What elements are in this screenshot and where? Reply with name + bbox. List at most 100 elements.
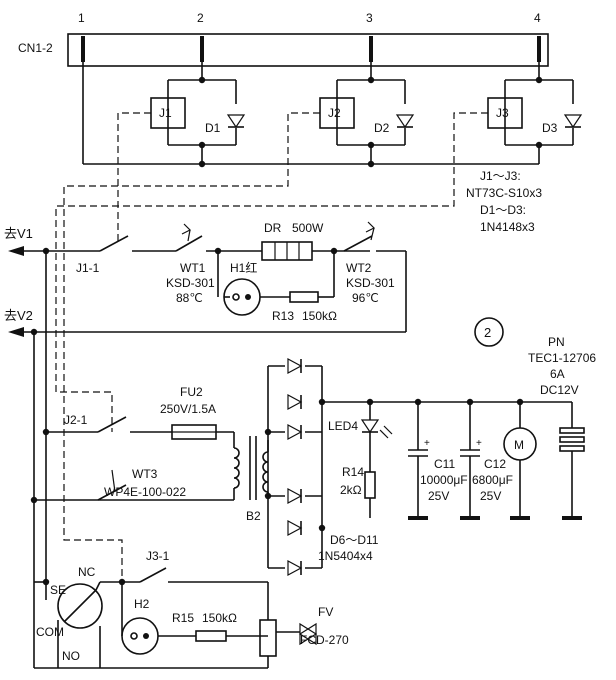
- contact-j3-1: [139, 567, 167, 583]
- peltier-pn: PN TEC1-12706 6A DC12V: [528, 335, 596, 520]
- svg-text:10000μF: 10000μF: [420, 473, 468, 487]
- bridge-diode-2: [285, 393, 305, 411]
- svg-text:25V: 25V: [428, 489, 449, 503]
- svg-text:SE: SE: [50, 583, 66, 597]
- diode-d2-label: D2: [374, 121, 390, 135]
- svg-text:R13: R13: [272, 309, 294, 323]
- svg-text:COM: COM: [36, 625, 64, 639]
- diode-d2: [395, 114, 415, 129]
- svg-text:KSD-301: KSD-301: [346, 276, 395, 290]
- contact-j2-1: [97, 416, 127, 433]
- pin-4-label: 4: [534, 11, 541, 25]
- lamp-h2: [121, 617, 159, 655]
- thermostat-wt2: [343, 235, 373, 252]
- svg-text:+: +: [476, 438, 482, 449]
- contact-j2-label: J2-1: [64, 413, 88, 427]
- lamp-h1-label: H1红: [230, 260, 257, 275]
- svg-text:WP4E-100-022: WP4E-100-022: [104, 485, 186, 499]
- svg-text:FU2: FU2: [180, 385, 203, 399]
- svg-text:WT1: WT1: [180, 261, 206, 275]
- resistor-r15: [195, 630, 227, 642]
- svg-text:2kΩ: 2kΩ: [340, 483, 362, 497]
- bridge-diodes: [285, 357, 305, 577]
- svg-text:NT73C-S10x3: NT73C-S10x3: [466, 186, 542, 200]
- fan-motor: M: [503, 398, 537, 520]
- svg-text:TEC1-12706: TEC1-12706: [528, 351, 596, 365]
- svg-text:150kΩ: 150kΩ: [302, 309, 337, 323]
- svg-text:250V/1.5A: 250V/1.5A: [160, 402, 216, 416]
- svg-text:WT2: WT2: [346, 261, 372, 275]
- svg-text:WT3: WT3: [132, 467, 158, 481]
- svg-text:NC: NC: [78, 565, 96, 579]
- transformer-primary: [233, 447, 240, 489]
- resistor-r14: [364, 471, 376, 499]
- capacitor-c12: + C12 6800μF 25V: [460, 398, 513, 520]
- link-j3: [63, 112, 320, 576]
- solenoid-fv: [259, 619, 277, 657]
- connector-label: CN1-2: [18, 41, 53, 55]
- bridge-diode-1: [285, 357, 305, 375]
- led4: LED4 R14 2kΩ: [328, 398, 393, 518]
- diode-d1-label: D1: [205, 121, 221, 135]
- svg-text:96℃: 96℃: [352, 291, 379, 305]
- section-number-circle: [474, 317, 504, 347]
- svg-text:C12: C12: [484, 457, 506, 471]
- diode-d1: [226, 114, 246, 129]
- connector-cn1-2: CN1-2 1 2 3 4: [18, 11, 549, 67]
- v2-label: 去V2: [4, 308, 33, 323]
- svg-text:FV: FV: [318, 605, 333, 619]
- svg-text:1N5404x4: 1N5404x4: [318, 549, 373, 563]
- v1-line: 去V1 J1-1 WT1 KSD-301 88℃ DR 500W WT2 KSD…: [4, 221, 407, 500]
- contact-j3-label: J3-1: [146, 549, 170, 563]
- svg-text:R15: R15: [172, 611, 194, 625]
- svg-text:C11: C11: [434, 457, 455, 471]
- thermostat-wt3: [97, 484, 127, 501]
- svg-text:D6～D11: D6～D11: [330, 533, 379, 547]
- contact-j1-label: J1-1: [76, 261, 100, 275]
- transformer-section: J2-1 FU2 250V/1.5A B2 WT3 WP4E-100-022: [30, 385, 269, 523]
- selector-switch-se: [57, 583, 103, 629]
- contact-j1-1: [99, 235, 129, 252]
- thermostat-wt1: [175, 235, 203, 252]
- bottom-section: J3-1 NC SE COM NO H2 R15 150kΩ FV FCD-27…: [34, 500, 349, 668]
- diode-d3: [563, 114, 583, 129]
- svg-text:25V: 25V: [480, 489, 501, 503]
- svg-text:88℃: 88℃: [176, 291, 203, 305]
- link-j1: [117, 112, 151, 242]
- svg-text:+: +: [424, 438, 430, 449]
- relay-j2-label: J2: [328, 106, 341, 120]
- connector-body: [67, 33, 549, 67]
- svg-text:2: 2: [484, 325, 491, 340]
- relay-j3-label: J3: [496, 106, 509, 120]
- svg-text:PN: PN: [548, 335, 565, 349]
- relay-cell-j2: J2 D2: [319, 76, 415, 168]
- svg-text:NO: NO: [62, 649, 80, 663]
- svg-text:KSD-301: KSD-301: [166, 276, 215, 290]
- bridge-diode-5: [285, 519, 305, 537]
- svg-text:DR: DR: [264, 221, 282, 235]
- pin-3-label: 3: [366, 11, 373, 25]
- diode-d3-label: D3: [542, 121, 558, 135]
- svg-text:J1～J3:: J1～J3:: [480, 169, 521, 183]
- svg-text:D1～D3:: D1～D3:: [480, 203, 526, 217]
- led4-label: LED4: [328, 419, 358, 433]
- pin-1-label: 1: [78, 11, 85, 25]
- bridge-diode-3: [285, 423, 305, 441]
- pin-2-label: 2: [197, 11, 204, 25]
- svg-text:500W: 500W: [292, 221, 324, 235]
- svg-text:R14: R14: [342, 465, 364, 479]
- capacitor-c11: + C11 10000μF 25V: [408, 398, 468, 520]
- svg-text:H2: H2: [134, 597, 150, 611]
- svg-text:DC12V: DC12V: [540, 383, 579, 397]
- relay-note: J1～J3: NT73C-S10x3 D1～D3: 1N4148x3: [466, 169, 542, 234]
- bridge-diode-6: [285, 559, 305, 577]
- relay-cell-j1: J1 D1: [150, 76, 246, 168]
- svg-text:6A: 6A: [550, 367, 565, 381]
- svg-text:1N4148x3: 1N4148x3: [480, 220, 535, 234]
- resistor-r13: [289, 291, 319, 303]
- bridge-diode-4: [285, 487, 305, 505]
- transformer-label: B2: [246, 509, 261, 523]
- link-j2: [55, 112, 488, 432]
